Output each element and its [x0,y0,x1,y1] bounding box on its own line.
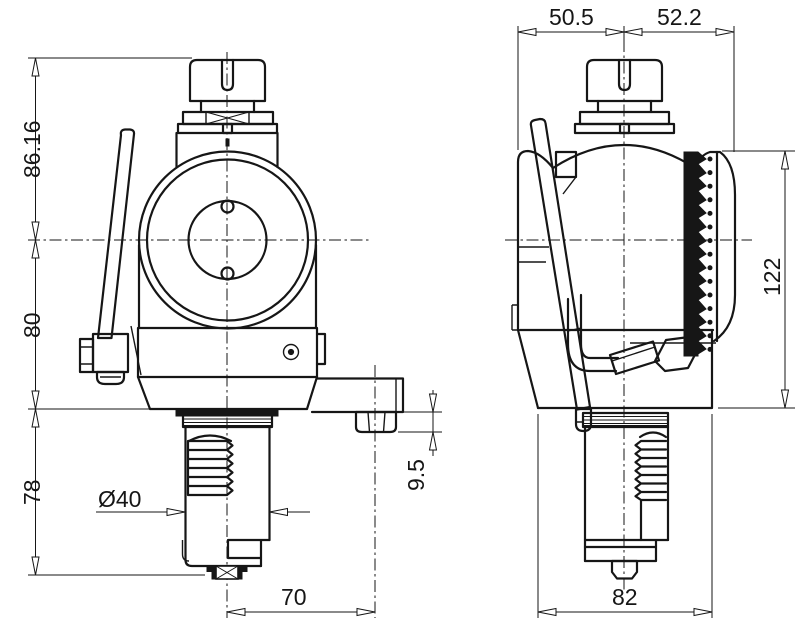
side-centerlines [505,40,752,592]
dim-center-offset: 70 [281,584,307,610]
dim-height-upper: 86.16 [19,120,45,178]
coolant-pipe [566,293,701,376]
shank-bottom-cap [206,565,248,580]
side-collet-nut [573,58,676,135]
bottom-stud [610,559,639,580]
scale-strip [683,151,713,357]
flange-plate [310,377,405,434]
dim-base-width: 82 [612,584,638,610]
side-dimensions: 50.5 52.2 122 82 [517,4,795,618]
drive-hole-bottom [220,266,235,281]
apex-mark [225,138,230,147]
side-clamp-lever [529,117,593,433]
dim-stud-height: 9.5 [403,459,429,491]
hex-fitting [653,335,701,373]
base-block [130,325,327,417]
dim-width-right: 52.2 [657,4,702,30]
clamp-lever [78,128,136,386]
dim-height-lower: 78 [19,479,45,505]
dim-height-middle: 80 [19,312,45,338]
front-dimensions: 86.16 80 78 Ø40 70 9.5 [19,57,442,617]
side-view: 50.5 52.2 122 82 [505,4,795,618]
spindle-flange [175,110,279,169]
dim-overall-height: 122 [759,258,785,296]
worm-thread-dome [187,434,233,443]
collet-nut [188,58,267,114]
side-shank [575,407,670,580]
set-screw [282,343,300,361]
drive-hole-top [220,199,235,214]
hex-stud [354,410,398,434]
front-view: 86.16 80 78 Ø40 70 9.5 [19,52,442,618]
side-worm-thread [634,439,668,542]
dim-shank-diameter: Ø40 [98,486,141,512]
union-nut [608,340,661,376]
worm-thread [186,439,234,497]
front-shank [181,410,274,580]
dim-width-left: 50.5 [549,4,594,30]
